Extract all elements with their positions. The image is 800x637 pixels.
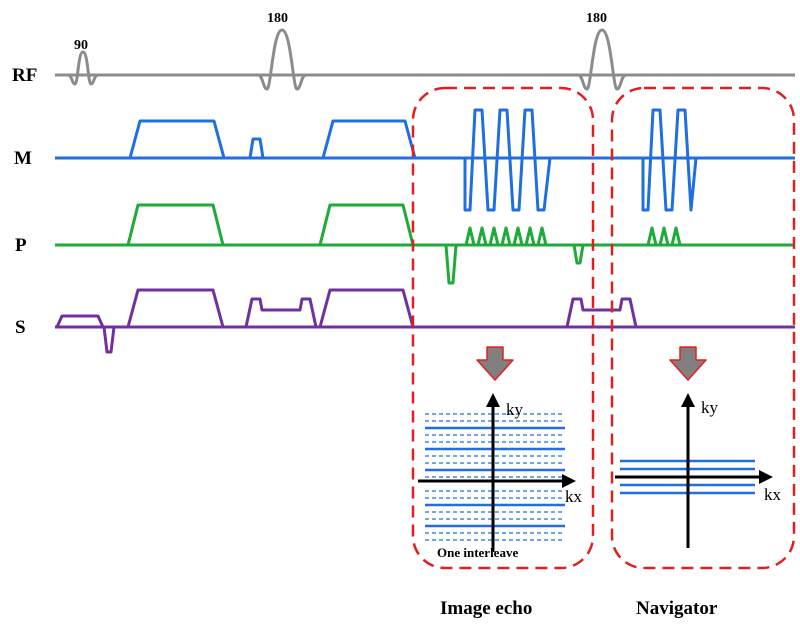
navigator-kspace: ky kx <box>615 393 782 548</box>
s-crusher-2 <box>318 288 415 328</box>
p-prephaser <box>444 244 458 285</box>
navigator-kx-label: kx <box>764 485 782 504</box>
refocus-pulse-2-label: 180 <box>586 11 607 26</box>
s-crusher-1 <box>126 288 225 328</box>
m-blip <box>248 137 265 159</box>
one-interleave-label: One interleave <box>437 545 518 560</box>
excitation-pulse-label: 90 <box>74 38 88 53</box>
s-row-label: S <box>15 317 26 338</box>
navigator-ky-arrowhead-icon <box>681 393 695 407</box>
navigator-caption: Navigator <box>636 598 718 619</box>
image-echo-caption: Image echo <box>440 598 532 619</box>
image-echo-ky-label: ky <box>506 400 524 419</box>
p-crusher-1 <box>126 203 225 246</box>
rf-90-pulse <box>67 50 99 86</box>
p-rewinder <box>572 244 585 265</box>
m-crusher-1 <box>128 119 226 159</box>
s-slice-select-180-2 <box>565 297 638 328</box>
rf-waveform <box>55 28 795 91</box>
kspace-one-interleave-lines <box>425 426 565 528</box>
image-echo-down-arrow-icon <box>476 346 514 381</box>
rf-180-pulse-1 <box>257 28 307 91</box>
m-epi-readout-navigator <box>641 108 698 212</box>
image-echo-kx-label: kx <box>565 487 583 506</box>
s-slice-select <box>55 314 105 328</box>
s-waveform <box>55 288 795 354</box>
m-row-label: M <box>14 148 32 169</box>
kspace-other-interleave-lines <box>425 413 565 541</box>
rf-180-pulse-2 <box>577 28 627 91</box>
refocus-pulse-1-label: 180 <box>267 11 288 26</box>
p-blips-navigator <box>646 226 682 246</box>
p-blips-image <box>464 226 548 246</box>
m-crusher-2 <box>321 119 417 159</box>
s-refocus-lobe <box>102 326 116 354</box>
image-echo-kx-arrowhead-icon <box>562 474 576 488</box>
p-waveform <box>55 203 795 285</box>
m-epi-readout-image <box>463 108 552 212</box>
navigator-ky-label: ky <box>701 398 719 417</box>
navigator-kx-arrowhead-icon <box>759 470 773 484</box>
p-crusher-2 <box>318 203 415 246</box>
image-echo-box <box>411 86 595 570</box>
s-slice-select-180-1 <box>244 297 318 328</box>
m-waveform <box>55 108 795 212</box>
image-echo-kspace: ky kx One interleave <box>418 393 583 560</box>
navigator-down-arrow-icon <box>669 346 707 381</box>
image-echo-ky-arrowhead-icon <box>486 393 500 407</box>
rf-row-label: RF <box>12 65 37 86</box>
p-row-label: P <box>15 235 27 256</box>
navigator-box <box>610 86 796 570</box>
